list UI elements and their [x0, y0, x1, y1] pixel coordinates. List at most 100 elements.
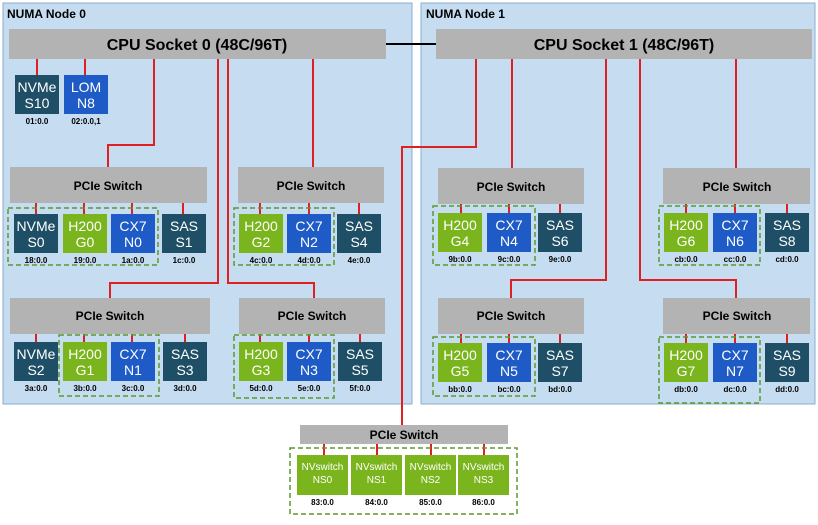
pcie-switch-2 — [10, 298, 210, 334]
device-h200-g6-id: G6 — [677, 233, 696, 249]
device-h200-g7-box — [664, 343, 708, 382]
cpu-socket-0 — [9, 29, 386, 59]
link-cpu0-switch2 — [109, 59, 219, 298]
pcie-links — [35, 59, 788, 455]
device-sas-s7-type: SAS — [546, 347, 574, 363]
device-sas-s7-id: S7 — [551, 363, 568, 379]
device-sas-s1-bdf: 1c:0.0 — [173, 256, 196, 265]
link-cpu0-switch0 — [107, 59, 155, 167]
device-cx7-n6-bdf: cc:0.0 — [724, 255, 747, 264]
pcie-switch-6 — [438, 298, 584, 334]
device-sas-s4-type: SAS — [345, 218, 373, 234]
device-nvswitch-ns0-box — [297, 455, 348, 495]
device-sas-s1-id: S1 — [175, 234, 192, 250]
device-cx7-n1-box — [111, 342, 155, 381]
device-cx7-n7-id: N7 — [726, 363, 744, 379]
pcie-switch-0 — [10, 167, 207, 203]
device-sas-s8-id: S8 — [778, 233, 795, 249]
pcie-switch-3 — [239, 298, 385, 334]
device-sas-s3-id: S3 — [176, 362, 193, 378]
device-cx7-n6-id: N6 — [726, 233, 744, 249]
device-nvswitch-ns0-bdf: 83:0.0 — [311, 498, 334, 507]
device-cx7-n4-box — [487, 213, 531, 252]
device-cx7-n1-type: CX7 — [119, 346, 146, 362]
device-h200-g3-type: H200 — [244, 346, 278, 362]
device-h200-g6-bdf: cb:0.0 — [674, 255, 698, 264]
cpu-socket-1 — [436, 29, 812, 59]
group-sw0 — [7, 207, 159, 266]
group-sw4 — [432, 205, 536, 266]
device-cx7-n1-bdf: 3c:0.0 — [122, 384, 145, 393]
pcie-switch-1-label: PCIe Switch — [277, 179, 346, 193]
device-nvswitch-ns2-bdf: 85:0.0 — [419, 498, 442, 507]
device-h200-g7-id: G7 — [677, 363, 696, 379]
device-h200-g5-id: G5 — [451, 363, 470, 379]
pcie-switch-4 — [438, 168, 584, 204]
device-cx7-n6-box — [713, 213, 757, 252]
device-cx7-n7-box — [713, 343, 757, 382]
device-cx7-n0-id: N0 — [124, 234, 142, 250]
device-cx7-n6-type: CX7 — [721, 217, 748, 233]
device-sas-s1-type: SAS — [170, 218, 198, 234]
pcie-switch-3-label: PCIe Switch — [278, 309, 347, 323]
device-sas-s3-box — [163, 342, 207, 381]
device-h200-g0-bdf: 19:0.0 — [74, 256, 97, 265]
device-sas-s6-bdf: 9e:0.0 — [549, 255, 572, 264]
device-cx7-n5-id: N5 — [500, 363, 518, 379]
device-h200-g0-box — [63, 214, 107, 253]
group-sw2 — [58, 334, 160, 397]
device-h200-g7-type: H200 — [669, 347, 703, 363]
device-nvswitch-ns3-bdf: 86:0.0 — [472, 498, 495, 507]
numa-node-0-region — [2, 2, 413, 405]
device-cx7-n5-box — [487, 343, 531, 382]
device-sas-s8-box — [765, 213, 809, 252]
device-lom-n8-bdf: 02:0.0,1 — [71, 117, 101, 126]
device-nvme-s10-id: S10 — [25, 95, 50, 111]
device-sas-s5-box — [338, 342, 382, 381]
device-sas-s5-type: SAS — [346, 346, 374, 362]
device-cx7-n2-bdf: 4d:0.0 — [297, 256, 321, 265]
device-sas-s9-id: S9 — [778, 363, 795, 379]
pcie-switch-5 — [663, 168, 810, 204]
link-cpu0-switch3 — [227, 59, 315, 298]
device-sas-s1-box — [162, 214, 206, 253]
device-h200-g1-box — [63, 342, 107, 381]
device-nvswitch-ns1-box — [351, 455, 402, 495]
device-h200-g3-id: G3 — [252, 362, 271, 378]
device-sas-s9-type: SAS — [773, 347, 801, 363]
device-nvswitch-ns0-type: NVswitch — [302, 462, 344, 473]
device-nvswitch-ns3-type: NVswitch — [463, 462, 505, 473]
device-sas-s3-bdf: 3d:0.0 — [173, 384, 197, 393]
device-cx7-n0-type: CX7 — [119, 218, 146, 234]
device-h200-g2-bdf: 4c:0.0 — [250, 256, 273, 265]
device-nvme-s2-box — [14, 342, 58, 381]
device-sas-s4-box — [337, 214, 381, 253]
device-h200-g4-type: H200 — [443, 217, 477, 233]
device-h200-g2-box — [239, 214, 283, 253]
device-nvswitch-ns1-bdf: 84:0.0 — [365, 498, 388, 507]
device-nvme-s0-box — [14, 214, 58, 253]
device-nvme-s10-bdf: 01:0.0 — [26, 117, 49, 126]
device-nvme-s10-box — [15, 75, 59, 114]
device-cx7-n4-id: N4 — [500, 233, 518, 249]
